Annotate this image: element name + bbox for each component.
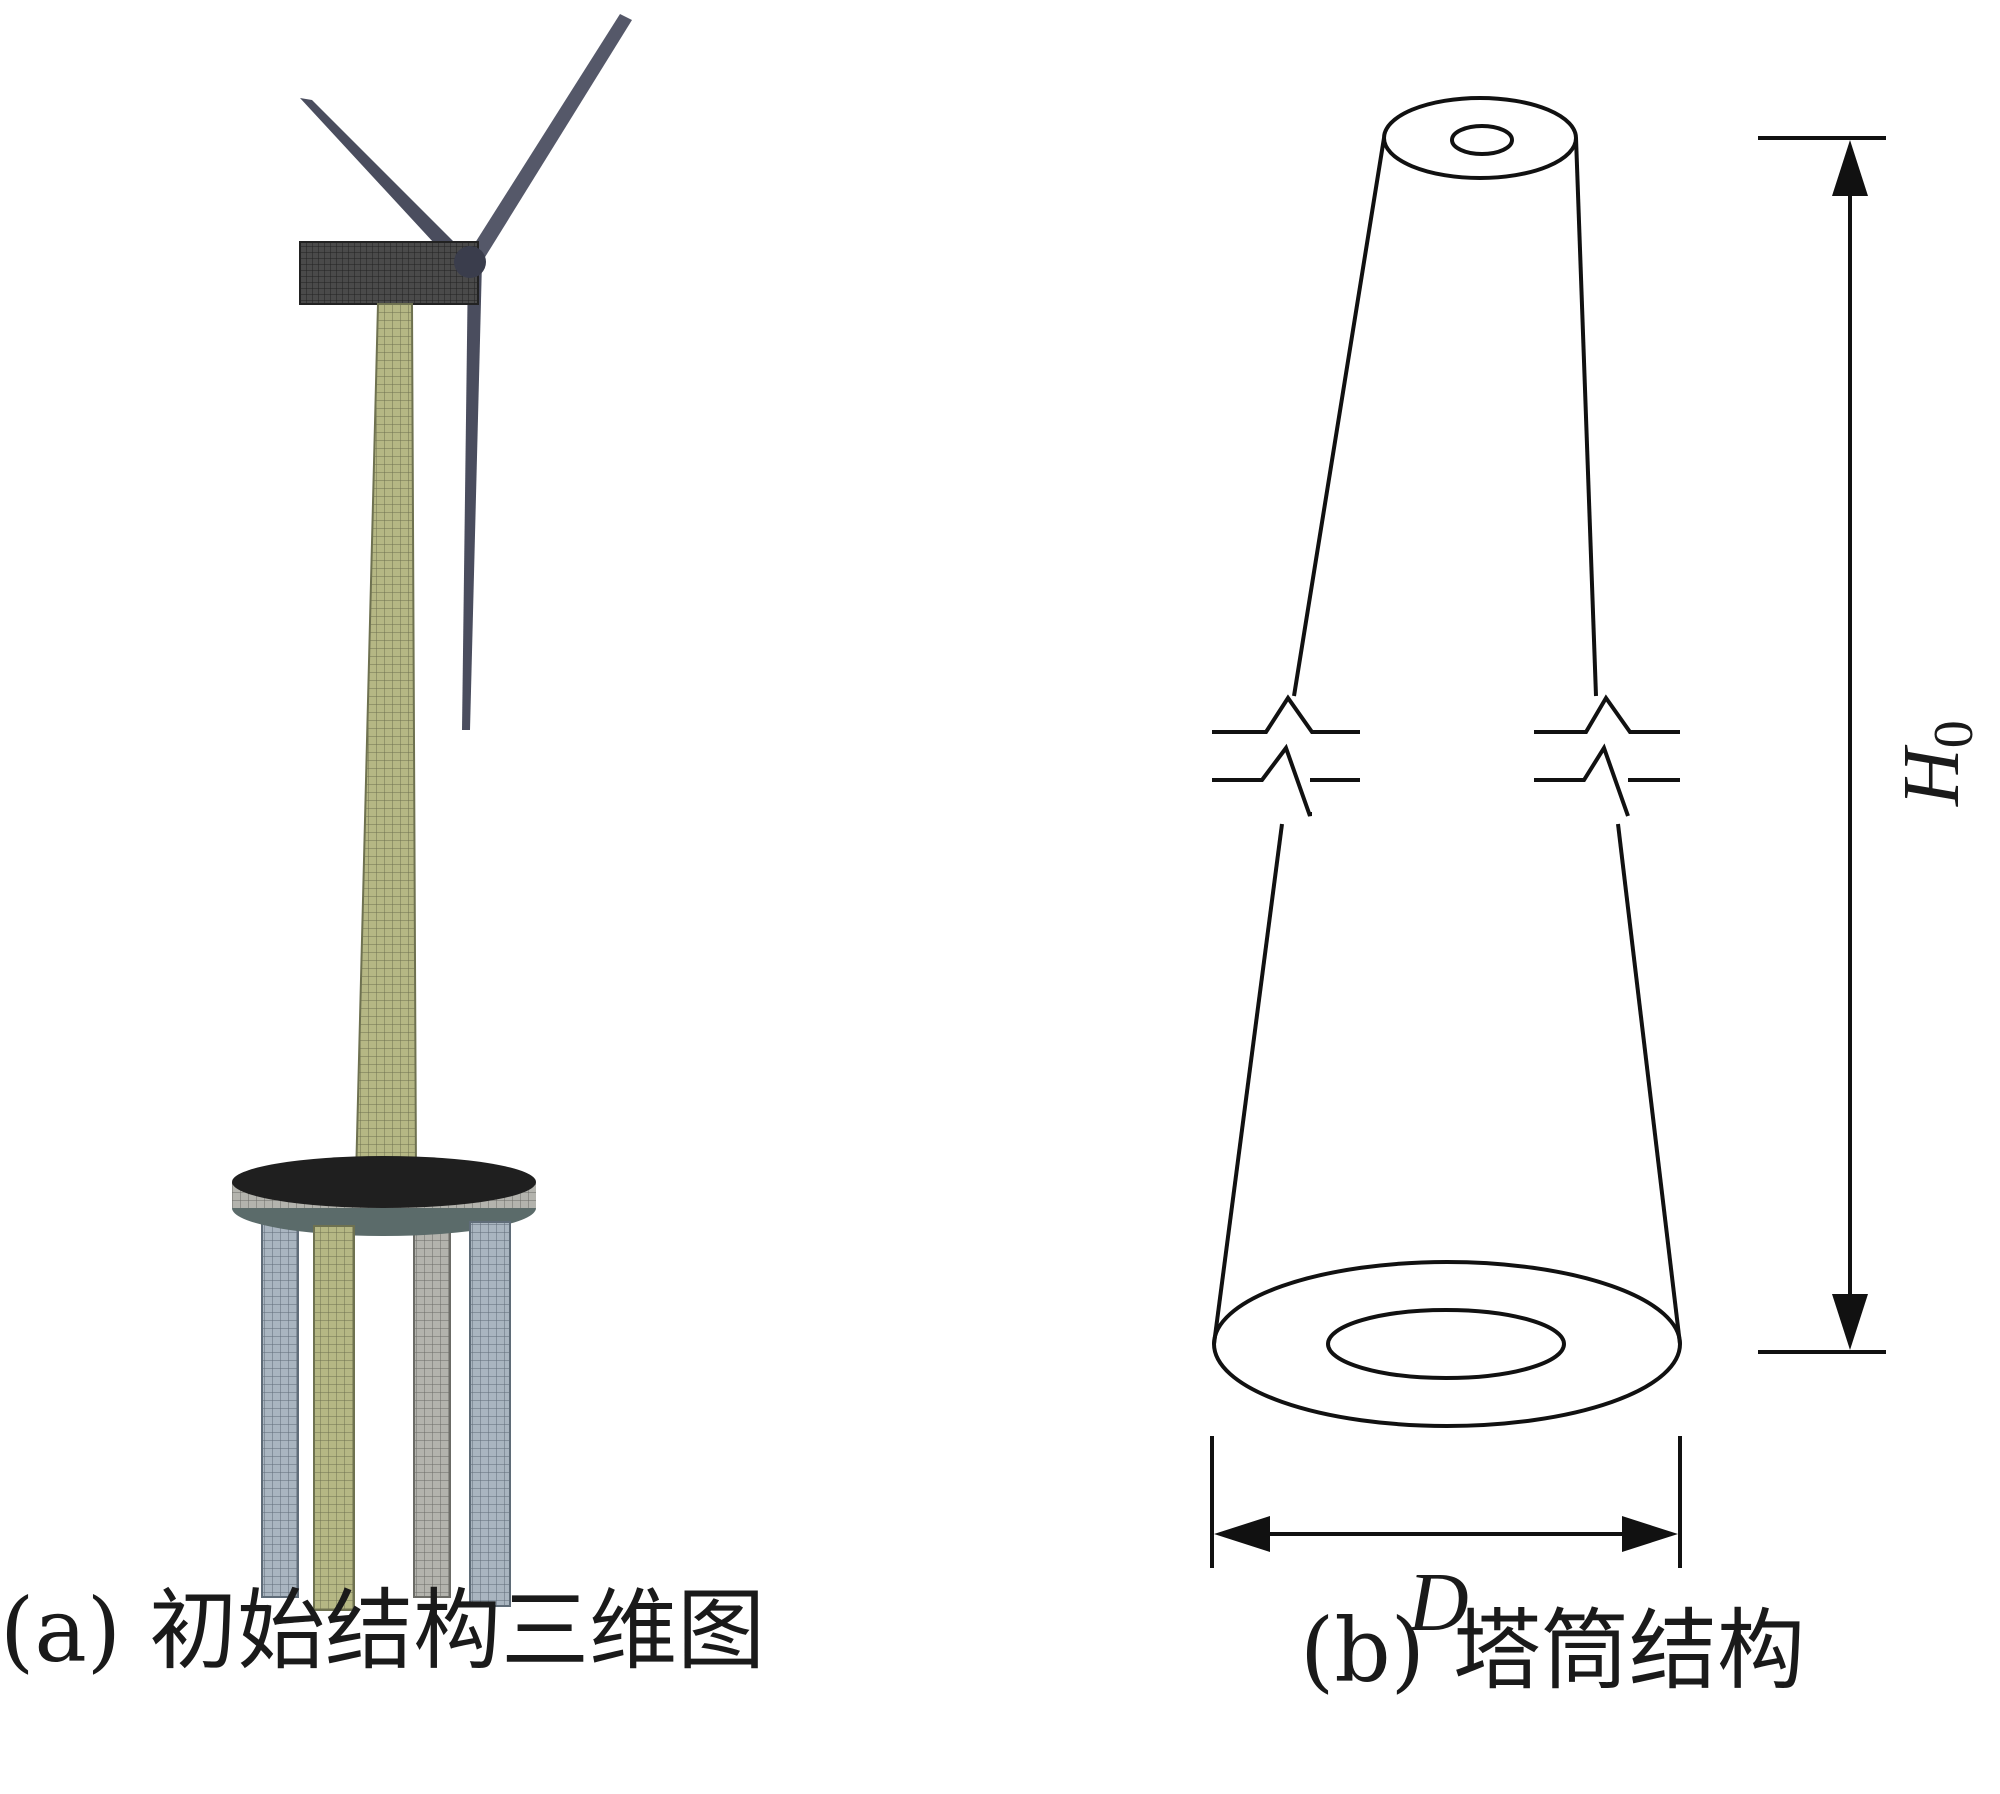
pile-back-right — [413, 1214, 451, 1598]
break-symbol-right-lower — [1534, 743, 1680, 817]
pile-front-right — [469, 1221, 511, 1607]
dim-diameter-label: D — [1407, 1556, 1469, 1649]
tower-left-wall-lower — [1212, 823, 1284, 1345]
break-symbol-right — [1534, 694, 1680, 734]
tower-base-outer — [1212, 1260, 1682, 1428]
dim-height-arrow-bottom — [1832, 1294, 1868, 1350]
nacelle — [299, 241, 479, 305]
tower-top-outer — [1382, 96, 1578, 180]
break-symbol-left-lower — [1212, 743, 1360, 817]
dim-diameter-arrow-right — [1622, 1516, 1678, 1552]
panel-tower-structure: H0 D (b) 塔筒结构 — [1000, 0, 2000, 1794]
tower — [354, 303, 418, 1179]
tower-base-inner — [1326, 1308, 1566, 1380]
dim-height-label: H0 — [1888, 720, 1985, 807]
hub — [454, 246, 486, 278]
panel-initial-structure-3d: (a) 初始结构三维图 — [0, 14, 766, 1682]
tower-right-wall-lower — [1616, 823, 1682, 1345]
dim-diameter-arrow-left — [1214, 1516, 1270, 1552]
blade-upper-right — [468, 14, 632, 262]
dim-height-arrow-top — [1832, 140, 1868, 196]
caption-b: (b) 塔筒结构 — [1300, 1599, 1805, 1702]
wind-turbine-3d-model — [232, 14, 632, 1611]
pile-front-left — [313, 1225, 355, 1611]
blade-upper-left — [300, 98, 458, 256]
tower-left-wall-upper — [1292, 137, 1386, 697]
tower-top-inner — [1450, 124, 1514, 156]
caption-a: (a) 初始结构三维图 — [0, 1579, 766, 1682]
pile-back-left — [261, 1214, 299, 1598]
blade-lower — [462, 262, 482, 730]
break-symbol-left — [1212, 694, 1360, 734]
tower-schematic: H0 D — [1210, 96, 1985, 1649]
tower-right-wall-upper — [1574, 137, 1598, 697]
platform-top — [232, 1156, 536, 1208]
